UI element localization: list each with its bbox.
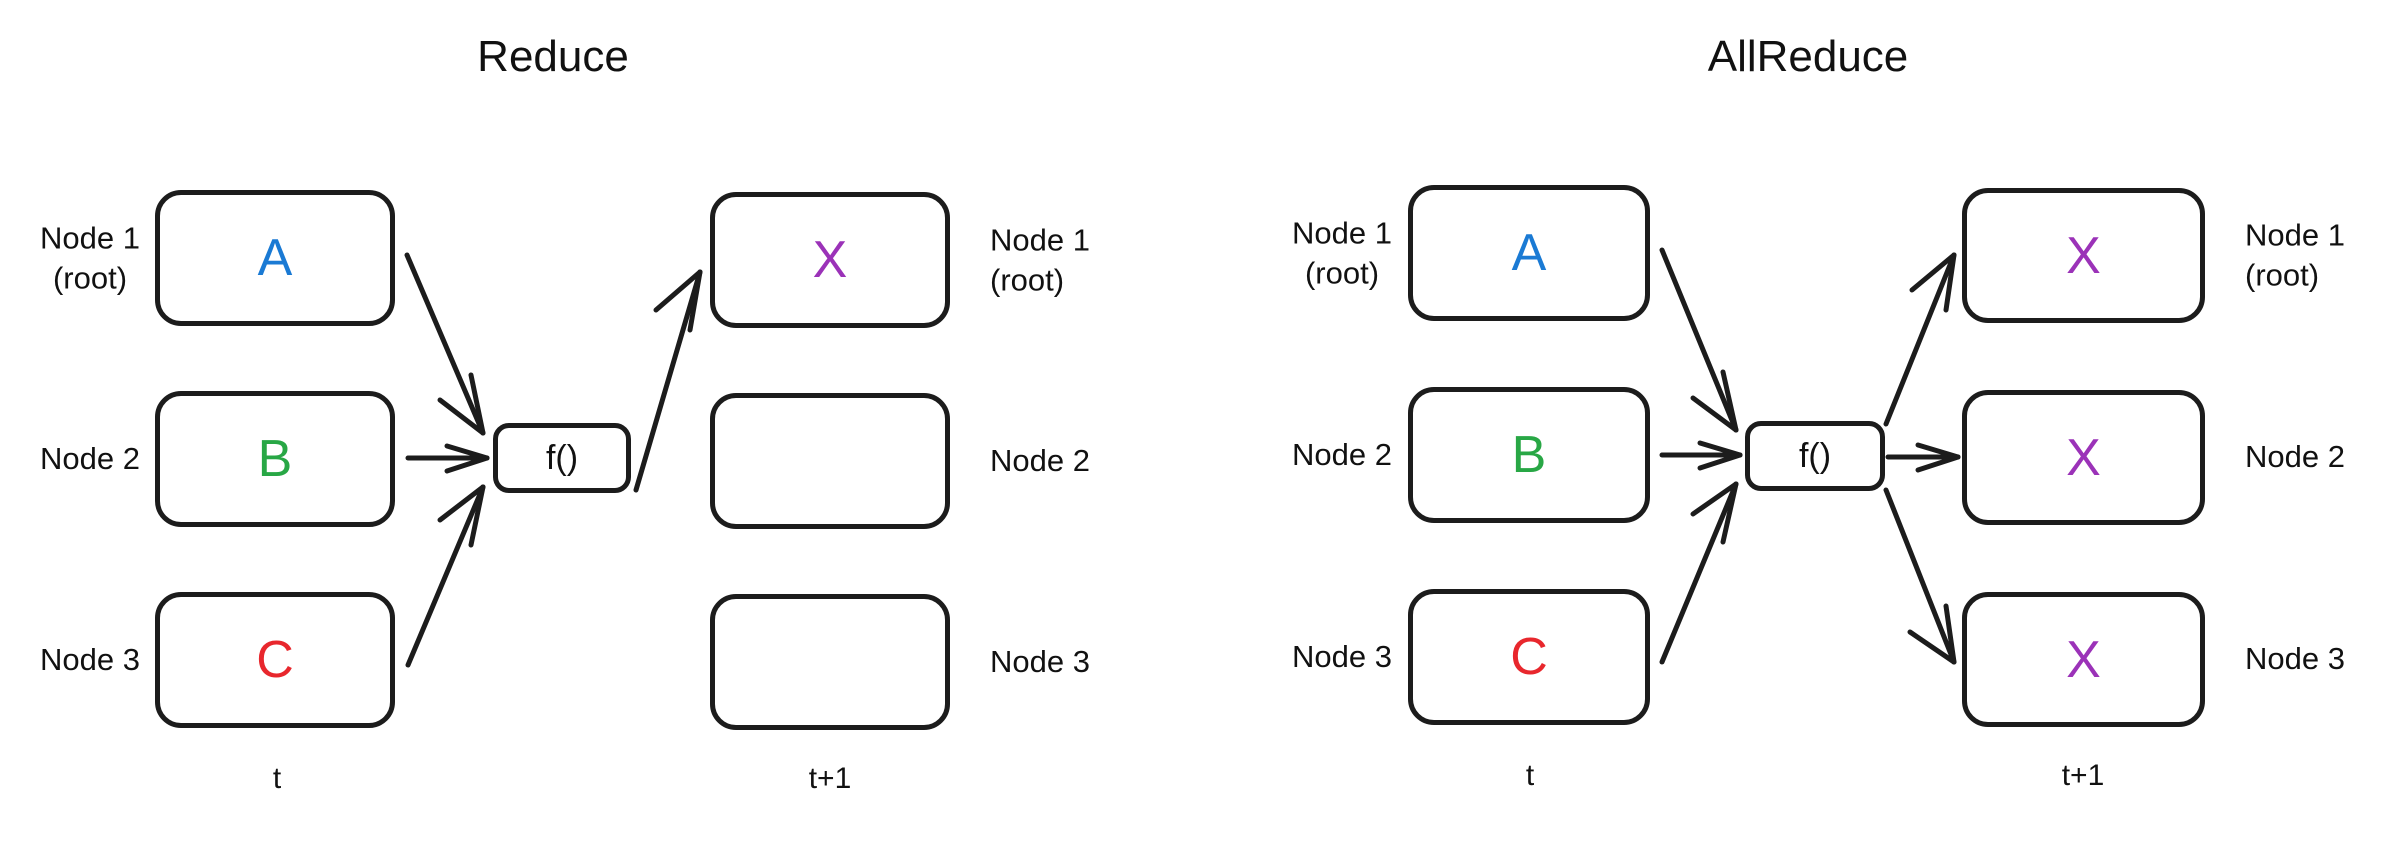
reduce-before-label-node1: Node 1 (root) [40,220,140,295]
allreduce-operator-label: f() [1798,437,1832,475]
reduce-time-after: t+1 [808,762,852,795]
reduce-before-value-node2: B [257,430,293,488]
allreduce-before-value-node1: A [1511,224,1547,282]
arrow-reduce-out-node1 [633,269,703,493]
allreduce-after-box-node2[interactable]: X [1962,390,2205,525]
reduce-before-label-node2: Node 2 [40,441,140,477]
allreduce-operator-box[interactable]: f() [1745,421,1885,491]
reduce-before-value-node1: A [257,229,293,287]
allreduce-after-value-node3: X [2066,630,2101,689]
allreduce-before-label-node1: Node 1 (root) [1292,215,1392,290]
allreduce-before-box-node1[interactable]: A [1408,185,1650,321]
reduce-after-value-node1: X [812,231,848,289]
arrow-allreduce-out-node2 [1885,442,1961,473]
reduce-operator-box[interactable]: f() [493,423,631,493]
reduce-after-box-node2[interactable] [710,393,950,529]
allreduce-time-before: t [1525,759,1535,792]
allreduce-before-value-node3: C [1510,628,1548,686]
reduce-after-box-node1[interactable]: X [710,192,950,328]
allreduce-before-box-node3[interactable]: C [1408,589,1650,725]
panel-title-allreduce: AllReduce [1707,32,1909,81]
reduce-after-label-node1: Node 1 (root) [990,222,1090,297]
arrow-allreduce-in-node1 [1659,247,1739,433]
allreduce-after-value-node2: X [2066,428,2101,487]
arrow-allreduce-in-node3 [1659,481,1739,665]
arrow-allreduce-in-node2 [1659,440,1743,471]
allreduce-after-box-node1[interactable]: X [1962,188,2205,323]
reduce-before-box-node3[interactable]: C [155,592,395,728]
allreduce-before-label-node2: Node 2 [1292,437,1392,473]
allreduce-before-label-node3: Node 3 [1292,639,1392,675]
allreduce-after-label-node3: Node 3 [2245,641,2345,677]
reduce-before-label-node3: Node 3 [40,642,140,678]
reduce-after-label-node3: Node 3 [990,644,1090,680]
reduce-after-label-node2: Node 2 [990,443,1090,479]
allreduce-before-value-node2: B [1511,426,1547,484]
arrow-reduce-in-node3 [405,484,486,668]
allreduce-after-label-node2: Node 2 [2245,439,2345,475]
reduce-after-box-node3[interactable] [710,594,950,730]
reduce-operator-label: f() [545,439,579,477]
reduce-before-box-node1[interactable]: A [155,190,395,326]
arrow-reduce-in-node2 [405,443,490,474]
allreduce-time-after: t+1 [2061,759,2105,792]
panel-title-reduce: Reduce [477,32,629,81]
allreduce-after-label-node1: Node 1 (root) [2245,217,2345,292]
reduce-before-value-node3: C [256,631,294,689]
reduce-time-before: t [272,762,282,795]
allreduce-after-box-node3[interactable]: X [1962,592,2205,727]
arrow-allreduce-out-node1 [1883,252,1957,427]
allreduce-before-box-node2[interactable]: B [1408,387,1650,523]
arrow-reduce-in-node1 [404,252,486,436]
arrow-allreduce-out-node3 [1883,487,1957,665]
allreduce-after-value-node1: X [2066,226,2101,285]
reduce-before-box-node2[interactable]: B [155,391,395,527]
